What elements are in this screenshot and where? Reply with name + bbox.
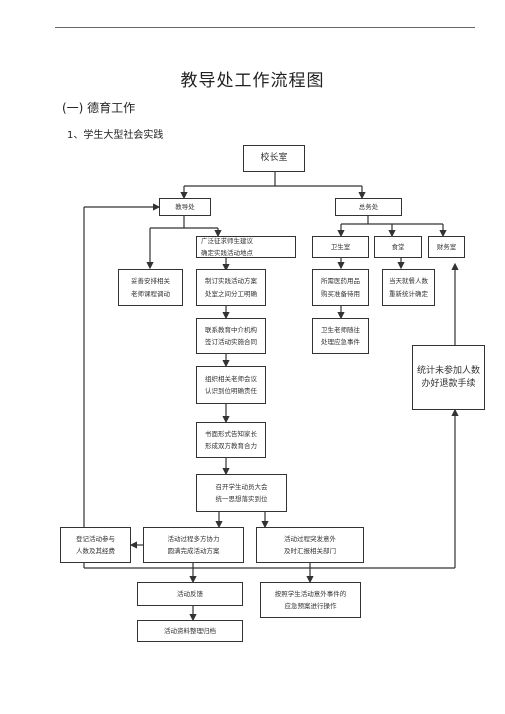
meal-count-node: 当天就餐人数重新统计确定 — [382, 269, 435, 306]
header-rule — [55, 27, 475, 28]
feedback-node: 活动反馈 — [137, 582, 243, 606]
refund-stats-node: 统计未参加人数办好退款手续 — [412, 345, 485, 410]
subsection-heading: 1、学生大型社会实践 — [67, 130, 164, 141]
teacher-adjust-node: 妥善安排相关老师课程调动 — [118, 269, 183, 306]
section-heading: (一) 德育工作 — [62, 101, 136, 115]
principal-office-node: 校长室 — [243, 145, 305, 172]
canteen-node: 食堂 — [374, 236, 422, 258]
finance-room-node: 财务室 — [428, 236, 465, 258]
contact-agency-node: 联系教育中介机构签订活动实施合同 — [196, 318, 266, 354]
notify-parents-node: 书面形式告知家长形成双方教育合力 — [196, 422, 266, 458]
health-room-node: 卫生室 — [312, 236, 369, 258]
emergency-plan-node: 按照学生活动意外事件的应急预案进行操作 — [260, 582, 361, 618]
doctor-follow-node: 卫生老师随往处理应急事件 — [312, 318, 369, 354]
page-title: 教导处工作流程图 — [180, 71, 325, 91]
emergency-report-node: 活动过程突发意外及时汇报相关部门 — [256, 527, 364, 563]
archive-node: 活动资料整理归档 — [137, 620, 243, 642]
mobilize-node: 召开学生动员大会统一思想落实到位 — [196, 474, 287, 512]
teacher-meeting-node: 组织相关老师会议认识到位明确责任 — [196, 366, 266, 404]
coordinate-node: 活动过程多方协力圆满完成活动方案 — [143, 527, 244, 563]
buy-medicine-node: 所需医药用品购买准备待用 — [312, 269, 369, 306]
make-plan-node: 制订实践活动方案处室之间分工明确 — [196, 269, 266, 306]
academic-office-node: 教导处 — [159, 198, 211, 216]
general-affairs-node: 总务处 — [335, 198, 402, 216]
collect-advice-node: 广泛征求师生建议确定实践活动地点 — [196, 236, 296, 258]
register-node: 登记活动参与人数及其经费 — [60, 527, 131, 563]
